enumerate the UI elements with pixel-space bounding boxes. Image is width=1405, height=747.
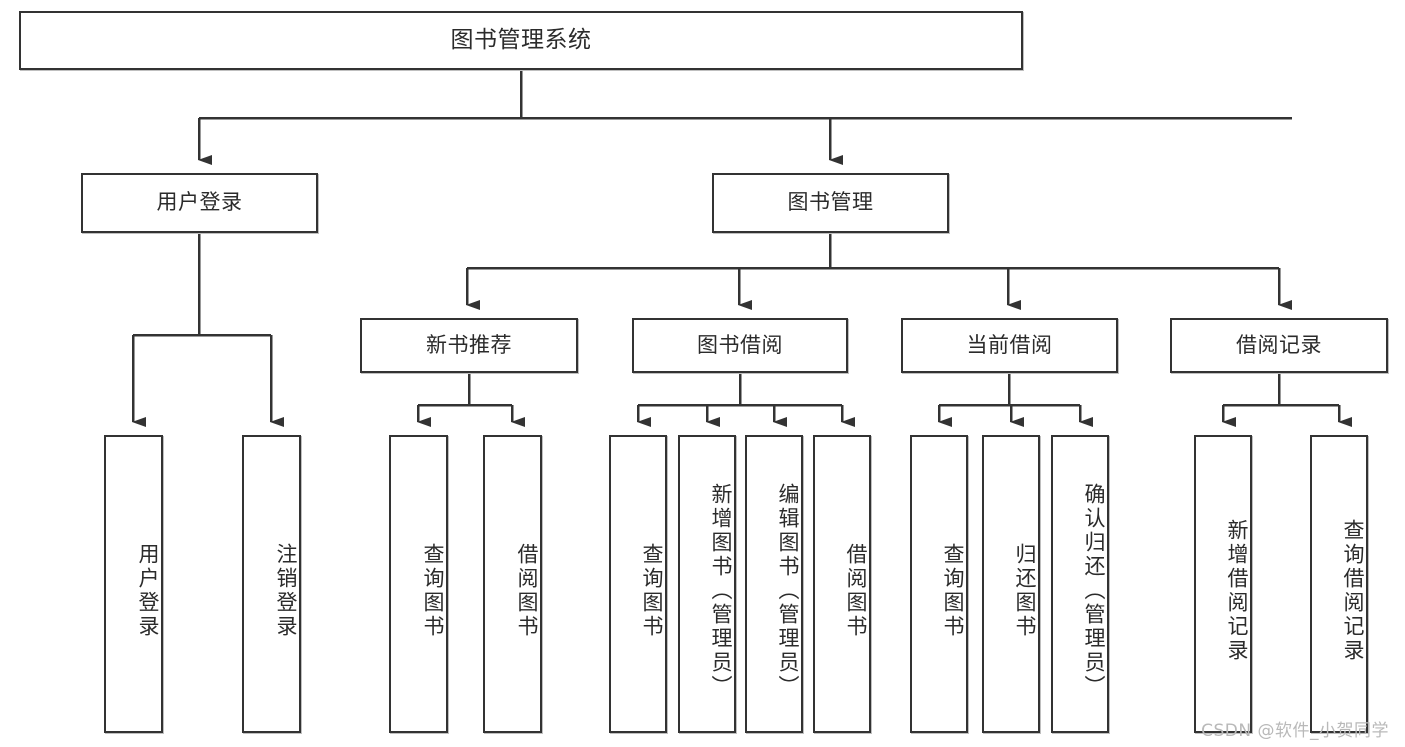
node-root[interactable]: 图书管理系统 [19,11,1023,70]
node-leaf-logout[interactable]: 注销登录 [242,435,301,733]
node-borrow-record[interactable]: 借阅记录 [1170,318,1388,373]
node-leaf-query-book-3[interactable]: 查询图书 [910,435,968,733]
node-leaf-borrow-book-2[interactable]: 借阅图书 [813,435,871,733]
node-current-borrow[interactable]: 当前借阅 [901,318,1118,373]
node-leaf-borrow-book-1[interactable]: 借阅图书 [483,435,542,733]
node-book-manage[interactable]: 图书管理 [712,173,949,233]
node-leaf-query-record[interactable]: 查询借阅记录 [1310,435,1368,733]
node-book-borrow[interactable]: 图书借阅 [632,318,848,373]
node-leaf-user-login[interactable]: 用户登录 [104,435,163,733]
node-user-login[interactable]: 用户登录 [81,173,318,233]
node-leaf-query-book-1[interactable]: 查询图书 [389,435,448,733]
node-leaf-add-record[interactable]: 新增借阅记录 [1194,435,1252,733]
node-leaf-confirm-return[interactable]: 确认归还（管理员） [1051,435,1109,733]
node-leaf-return-book[interactable]: 归还图书 [982,435,1040,733]
node-new-book-rec[interactable]: 新书推荐 [360,318,578,373]
node-leaf-add-book[interactable]: 新增图书（管理员） [678,435,736,733]
node-leaf-query-book-2[interactable]: 查询图书 [609,435,667,733]
node-leaf-edit-book[interactable]: 编辑图书（管理员） [745,435,803,733]
